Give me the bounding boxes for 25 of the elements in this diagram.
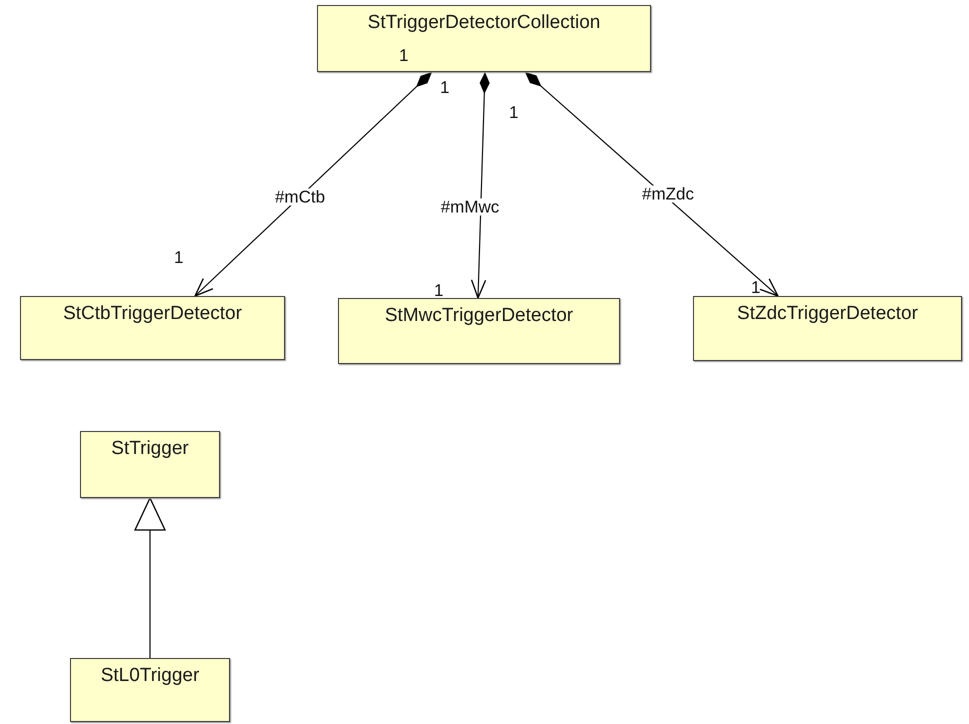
class-box [338, 298, 620, 364]
class-name: StZdcTriggerDetector [737, 303, 918, 325]
class-name: StL0Trigger [100, 665, 200, 687]
class-box [317, 5, 651, 72]
class-name: StTriggerDetectorCollection [368, 12, 600, 34]
class-name: StTrigger [111, 438, 189, 460]
multiplicity: 1 [174, 249, 184, 266]
generalization-arrow [134, 497, 166, 658]
multiplicity: 1 [399, 47, 408, 64]
multiplicity: 1 [440, 79, 450, 96]
class-box [20, 296, 285, 360]
edge-label: #mZdc [641, 186, 695, 202]
multiplicity: 1 [434, 282, 444, 299]
class-box [693, 296, 962, 361]
edge-label: #mCtb [274, 188, 326, 206]
composition-arrow [524, 72, 779, 297]
class-name: StCtbTriggerDetector [63, 303, 242, 325]
class-box [80, 431, 220, 498]
multiplicity: 1 [751, 279, 760, 296]
composition-arrow [470, 72, 490, 299]
class-name: StMwcTriggerDetector [384, 305, 574, 327]
edge-label: #mMwc [440, 198, 500, 216]
class-box [70, 658, 230, 722]
multiplicity: 1 [509, 104, 518, 121]
composition-arrow [194, 72, 432, 297]
